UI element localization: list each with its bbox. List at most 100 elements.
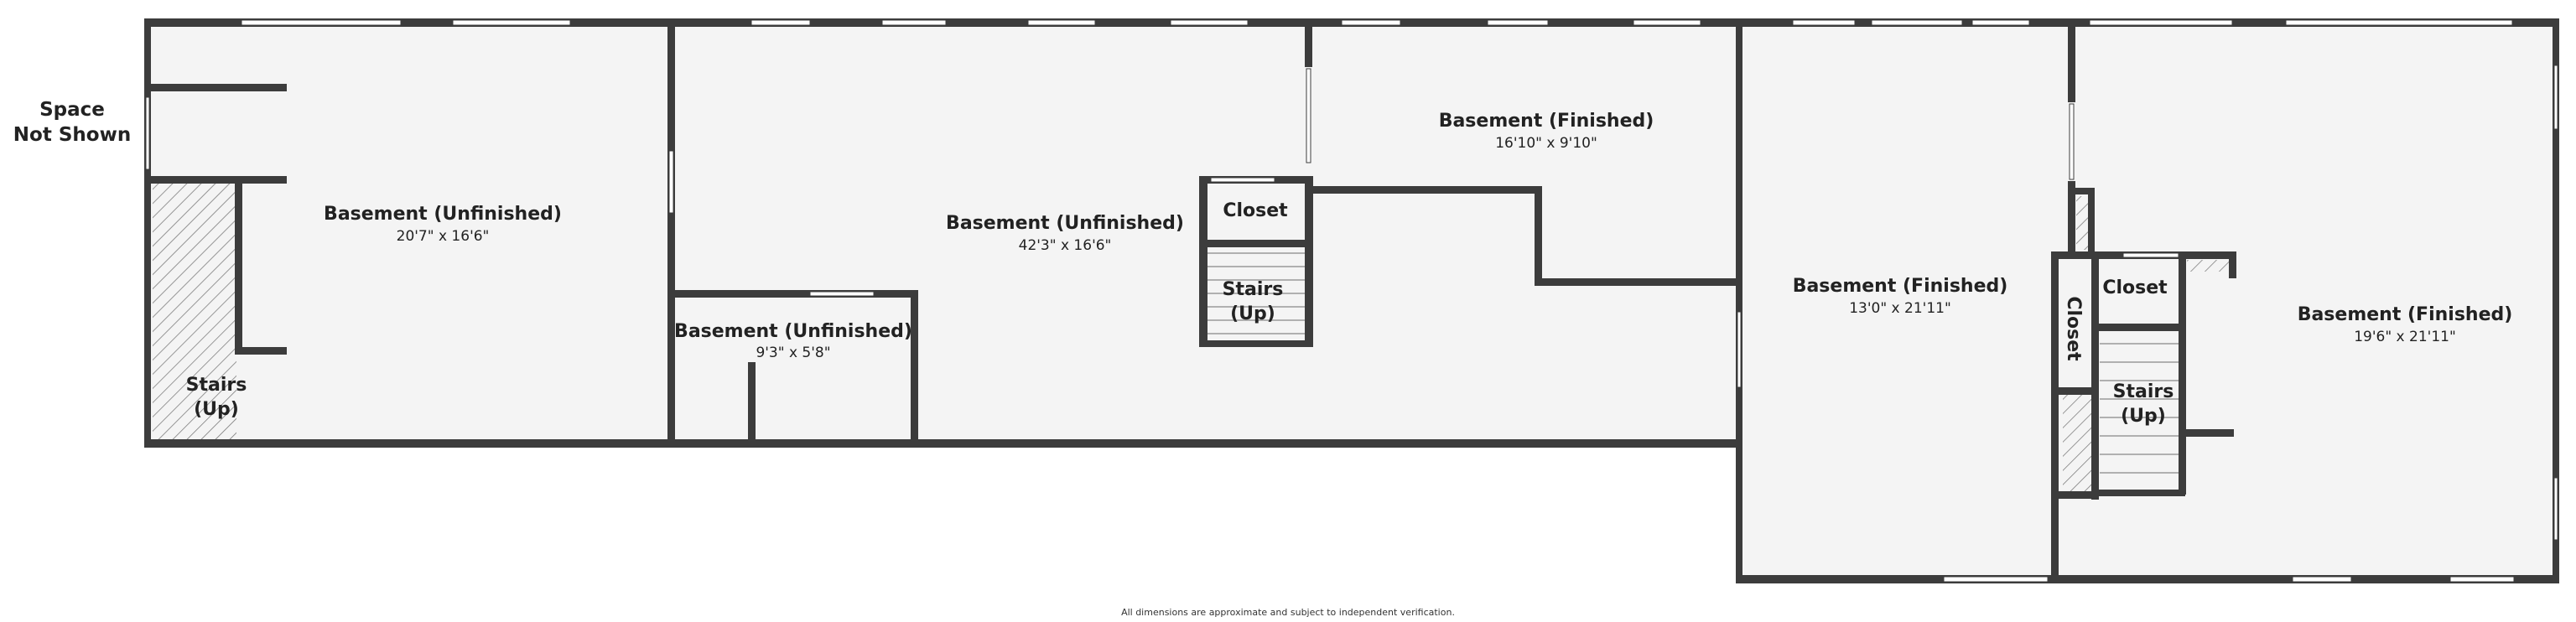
- closet-middle-label: Closet: [1223, 200, 1288, 221]
- room-dims-finished-right: 19'6" x 21'11": [2354, 329, 2456, 345]
- window-right-side-1: [2553, 65, 2558, 130]
- wall-finished-top-room-bottom-a: [1305, 186, 1541, 194]
- wall-left-stub-mid: [144, 176, 287, 184]
- stairs-right-line2: (Up): [2121, 406, 2166, 427]
- window-top-8: [1487, 19, 1549, 26]
- door-mid-divider: [1306, 68, 1311, 163]
- wall-stairs-right-bottom: [2091, 490, 2185, 496]
- wall-closet-right-right: [2179, 251, 2186, 495]
- window-bottom-2: [2292, 576, 2352, 583]
- labels: Space Not Shown Basement (Unfinished) 20…: [13, 99, 2513, 618]
- wall-closet-right-bottom: [2091, 324, 2185, 331]
- window-left-side: [145, 96, 150, 170]
- wall-right-hatch-box: [2068, 188, 2093, 194]
- wall-small-room-right: [911, 290, 918, 446]
- window-top-9: [1633, 19, 1701, 26]
- door-right-divider: [2069, 103, 2075, 180]
- wall-right-divider-top: [2068, 18, 2075, 102]
- room-dims-unfinished-left: 20'7" x 16'6": [397, 228, 490, 245]
- window-top-4: [881, 19, 947, 26]
- window-top-1: [241, 19, 402, 26]
- room-name-unfinished-middle: Basement (Unfinished): [946, 213, 1184, 234]
- window-top-2: [452, 19, 571, 26]
- floor-areas: [148, 22, 2554, 580]
- wall-closet-v-bottom: [2051, 491, 2098, 499]
- wall-closet-mid-left: [1199, 176, 1208, 347]
- door-left-divider: [668, 150, 674, 214]
- stairs-middle-line1: Stairs: [1223, 279, 1284, 300]
- door-closet-mid: [1210, 177, 1275, 183]
- wall-left: [144, 18, 151, 448]
- room-name-finished-middle: Basement (Finished): [1793, 276, 2008, 297]
- window-top-11: [1871, 19, 1963, 26]
- door-closet-right: [2122, 252, 2179, 258]
- wall-right-small-box: [2229, 251, 2236, 278]
- side-note-line2: Not Shown: [13, 124, 131, 146]
- hatch-right-lower: [2063, 394, 2091, 491]
- hatch-right-upper: [2076, 196, 2088, 250]
- wall-stairs-left-right: [235, 176, 242, 352]
- closet-vertical-label: Closet: [2063, 296, 2084, 361]
- stair-details: [153, 183, 2229, 491]
- wall-bottom-right: [1736, 575, 2559, 583]
- window-top-14: [2285, 19, 2513, 26]
- room-name-finished-top: Basement (Finished): [1439, 111, 1654, 132]
- stairs-middle-treads: [1208, 252, 1306, 334]
- wall-stairs-left-ledge: [235, 347, 287, 355]
- door-small-room: [809, 291, 875, 297]
- wall-bottom-left-wing: [144, 439, 1742, 448]
- floor-finished-middle: [1739, 22, 2070, 580]
- wall-stairs-mid-bottom: [1199, 340, 1313, 347]
- door-bottom-1: [1943, 576, 2049, 583]
- window-bottom-3: [2449, 576, 2515, 583]
- floor-left-wing: [148, 22, 1739, 444]
- room-name-finished-right: Basement (Finished): [2298, 304, 2513, 325]
- window-top-10: [1792, 19, 1856, 26]
- stairs-left-landing: [238, 352, 287, 439]
- side-note-line1: Space: [39, 99, 105, 121]
- wall-closet-v-right: [2091, 251, 2099, 500]
- stairs-left-line1: Stairs: [186, 375, 247, 396]
- wall-mid-divider: [1305, 18, 1312, 67]
- wall-right: [2553, 18, 2559, 583]
- window-top-7: [1341, 19, 1401, 26]
- room-dims-unfinished-small: 9'3" x 5'8": [756, 345, 830, 361]
- wall-finished-left: [1736, 18, 1742, 582]
- stairs-left-hatch: [153, 183, 236, 439]
- wall-finished-top-room-bottom-b: [1535, 278, 1739, 286]
- window-top-5: [1027, 19, 1096, 26]
- wall-closet-v-mid: [2051, 387, 2098, 395]
- stairs-right-line1: Stairs: [2113, 381, 2174, 402]
- openings: [145, 19, 2558, 583]
- window-top-6: [1170, 19, 1249, 26]
- wall-right-stub: [2179, 429, 2234, 437]
- disclaimer: All dimensions are approximate and subje…: [1121, 607, 1455, 618]
- room-name-unfinished-left: Basement (Unfinished): [324, 204, 562, 225]
- stairs-left-line2: (Up): [194, 399, 239, 420]
- hatch-right-small: [2187, 260, 2229, 272]
- window-top-12: [1971, 19, 2030, 26]
- wall-right-hatch-box-side: [2088, 188, 2095, 258]
- room-name-unfinished-small: Basement (Unfinished): [674, 321, 912, 342]
- wall-left-room-divider: [667, 18, 675, 448]
- wall-finished-top-room-step: [1535, 186, 1542, 285]
- room-dims-finished-middle: 13'0" x 21'11": [1849, 300, 1951, 317]
- stairs-middle-line2: (Up): [1230, 303, 1275, 324]
- wall-small-room-top: [671, 290, 917, 298]
- wall-small-room-stub: [748, 362, 756, 446]
- wall-closet-mid-right: [1305, 176, 1313, 347]
- window-top-13: [2089, 19, 2233, 26]
- window-right-side-2: [2553, 477, 2558, 541]
- window-top-3: [750, 19, 811, 26]
- room-dims-finished-top: 16'10" x 9'10": [1495, 135, 1597, 152]
- stairs-right-treads: [2100, 343, 2180, 474]
- wall-left-stub-top: [144, 84, 287, 91]
- floor-finished-right: [2070, 22, 2554, 580]
- wall-closet-mid-bottom: [1199, 240, 1313, 247]
- closet-right-label: Closet: [2102, 277, 2168, 298]
- door-finished-left: [1737, 311, 1742, 388]
- room-dims-unfinished-middle: 42'3" x 16'6": [1019, 237, 1112, 254]
- wall-right-divider-mid: [2068, 181, 2075, 258]
- wall-closet-v-left: [2051, 251, 2059, 583]
